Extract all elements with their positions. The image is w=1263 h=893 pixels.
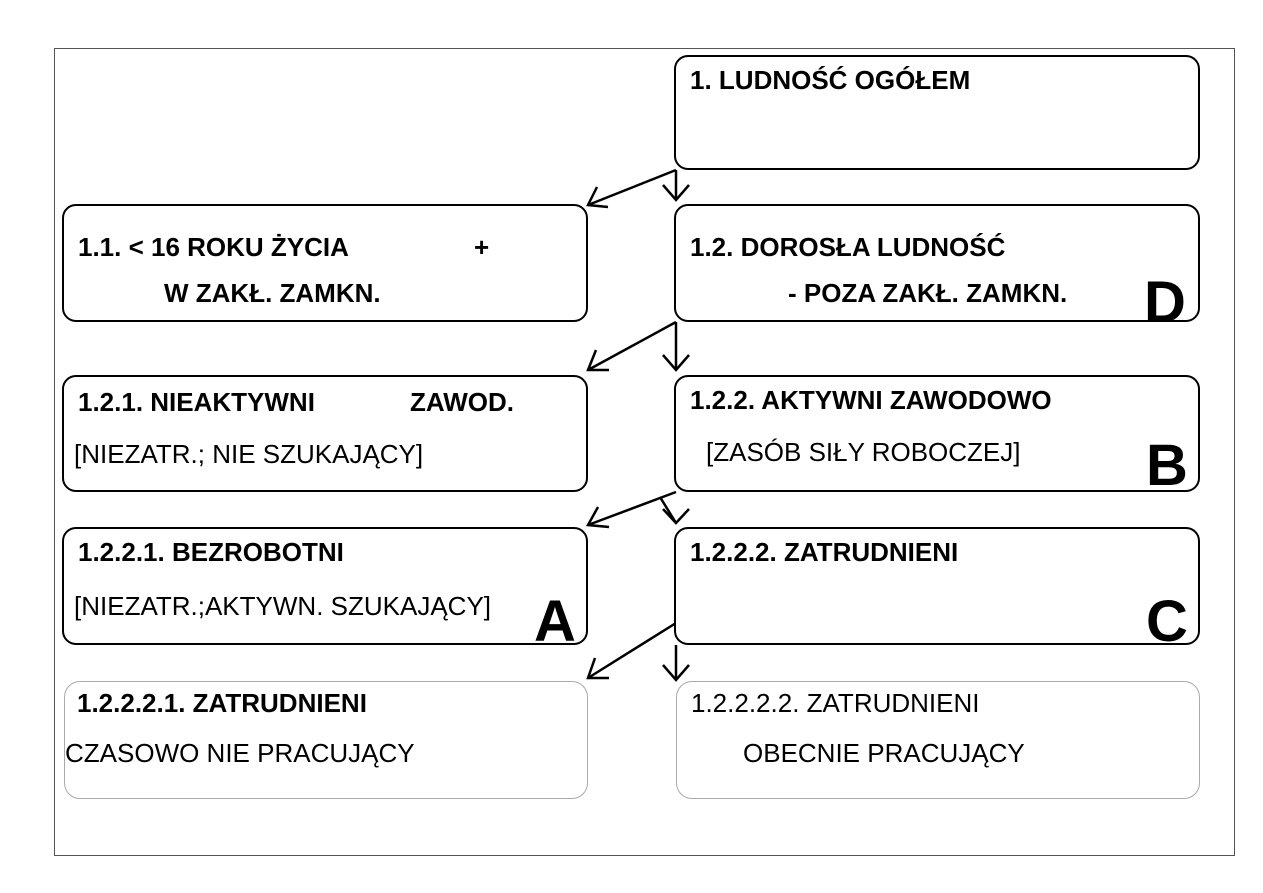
node-title-suffix: ZAWOD. [410, 387, 514, 417]
node-plus-sign: + [474, 232, 490, 262]
node-zatrudnieni: 1.2.2.2. ZATRUDNIENI C [674, 527, 1200, 651]
node-subtitle: [NIEZATR.; NIE SZUKAJĄCY] [74, 439, 424, 469]
node-subtitle: - POZA ZAKŁ. ZAMKN. [788, 278, 1068, 308]
node-letter-d: D [1144, 270, 1186, 335]
diagram-frame [54, 48, 1235, 856]
node-subtitle: CZASOWO NIE PRACUJĄCY [65, 738, 415, 768]
node-zatrudnieni-obecnie-pracujacy: 1.2.2.2.2. ZATRUDNIENI OBECNIE PRACUJĄCY [676, 681, 1200, 799]
node-title: 1.2.2.2. ZATRUDNIENI [690, 537, 959, 567]
arrow-n122-to-n1222 [658, 496, 690, 525]
node-subtitle: [ZASÓB SIŁY ROBOCZEJ] [706, 437, 1021, 467]
node-ponizej-16: 1.1. < 16 ROKU ŻYCIA + W ZAKŁ. ZAMKN. [62, 204, 588, 322]
node-nieaktywni-zawodowo: 1.2.1. NIEAKTYWNI ZAWOD. [NIEZATR.; NIE … [62, 375, 588, 492]
node-dorosla-ludnosc: 1.2. DOROSŁA LUDNOŚĆ - POZA ZAKŁ. ZAMKN.… [674, 204, 1200, 332]
node-subtitle: W ZAKŁ. ZAMKN. [164, 278, 381, 308]
node-letter-c: C [1146, 589, 1188, 654]
arrow-n1222-to-n12221 [586, 621, 677, 680]
node-title: 1.2.2. AKTYWNI ZAWODOWO [690, 385, 1052, 415]
node-title: 1. LUDNOŚĆ OGÓŁEM [690, 65, 971, 95]
node-bezrobotni: 1.2.2.1. BEZROBOTNI [NIEZATR.;AKTYWN. SZ… [62, 527, 588, 651]
arrow-n1222-to-n12222 [662, 645, 690, 682]
arrow-n12-to-n122 [662, 322, 690, 372]
node-title: 1.2.1. NIEAKTYWNI [78, 387, 315, 417]
node-title: 1.2.2.2.2. ZATRUDNIENI [691, 688, 980, 718]
node-ludnosc-ogolem: 1. LUDNOŚĆ OGÓŁEM [674, 55, 1200, 170]
node-title: 1.2.2.1. BEZROBOTNI [78, 537, 344, 567]
node-title: 1.2.2.2.1. ZATRUDNIENI [77, 688, 367, 718]
node-zatrudnieni-czasowo-nie-pracujacy: 1.2.2.2.1. ZATRUDNIENI CZASOWO NIE PRACU… [64, 681, 588, 799]
arrow-n1-to-n11 [586, 168, 677, 209]
arrow-n12-to-n121 [586, 320, 677, 372]
node-letter-b: B [1146, 433, 1188, 498]
node-title: 1.1. < 16 ROKU ŻYCIA [78, 232, 349, 262]
arrow-n1-to-n12 [662, 170, 690, 202]
node-aktywni-zawodowo: 1.2.2. AKTYWNI ZAWODOWO [ZASÓB SIŁY ROBO… [674, 375, 1200, 498]
node-subtitle: [NIEZATR.;AKTYWN. SZUKAJĄCY] [74, 591, 492, 621]
node-letter-a: A [534, 589, 576, 654]
node-subtitle: OBECNIE PRACUJĄCY [743, 738, 1025, 768]
node-title: 1.2. DOROSŁA LUDNOŚĆ [690, 232, 1006, 262]
